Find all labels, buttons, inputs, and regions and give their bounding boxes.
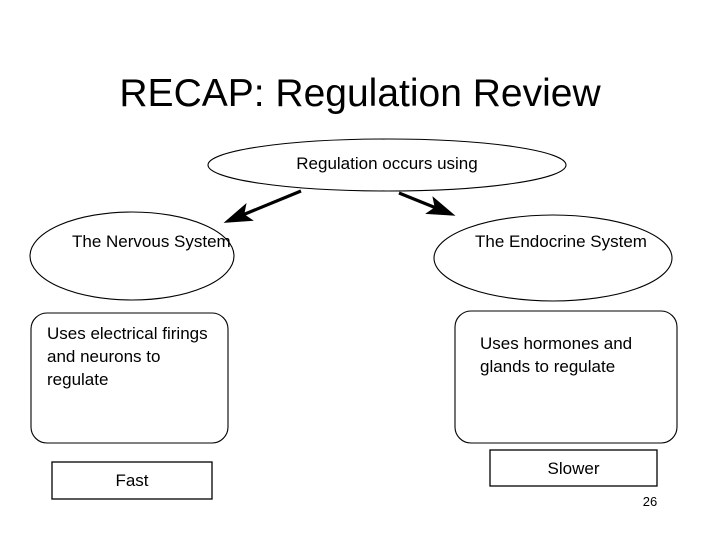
box-label-speed-fast: Fast — [115, 471, 149, 490]
ellipse-nervous-system — [29, 211, 235, 301]
arrow-to-endocrine-system — [398, 191, 456, 216]
ellipse-label-regulation-occurs-using: Regulation occurs using — [296, 154, 478, 173]
box-label-nervous-mechanism: Uses electrical firings and neurons to r… — [47, 324, 208, 389]
ellipse-endocrine-system — [433, 214, 673, 302]
ellipse-label-nervous-system: The Nervous System — [72, 232, 231, 251]
box-label-endocrine-mechanism: Uses hormones and glands to regulate — [480, 334, 633, 376]
ellipse-label-endocrine-system: The Endocrine System — [475, 232, 647, 251]
box-label-speed-slower: Slower — [547, 459, 600, 478]
arrow-to-nervous-system — [223, 189, 302, 223]
page-number: 26 — [642, 494, 658, 509]
page-title: RECAP: Regulation Review — [119, 72, 601, 115]
